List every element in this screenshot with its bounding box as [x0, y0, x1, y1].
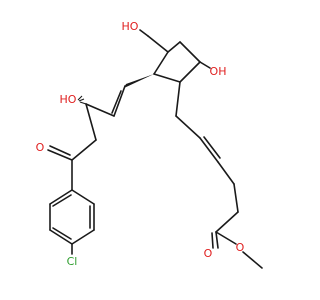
- molecule-diagram: HO OH HO O O O Cl: [35, 20, 263, 269]
- ketone-bond: [47, 149, 73, 161]
- ar-bond-3: [71, 229, 95, 245]
- alkene-bond: [113, 85, 126, 117]
- chain-6: [215, 211, 239, 233]
- lower-side-chain: [175, 81, 263, 269]
- label-ester-carbonyl-o: O: [204, 247, 213, 260]
- label-ho-top-left: HO: [122, 20, 139, 33]
- chain-5: [233, 183, 239, 213]
- ring-oh-bond-right: [199, 61, 211, 69]
- wedge-bond-ring-chain: [124, 74, 154, 88]
- hashed-bond-oh: [77, 95, 87, 105]
- ring-bond-5: [179, 41, 201, 63]
- chain-1: [175, 81, 181, 117]
- ring-bond-6: [167, 41, 181, 53]
- chain-bond-to-co: [71, 139, 97, 161]
- chain-2: [175, 115, 201, 139]
- alkene-bond-inner: [111, 90, 122, 114]
- ar-bond-4: [49, 229, 73, 245]
- chain-3-cis-inner: [203, 136, 221, 159]
- ring-bond-2: [153, 51, 169, 75]
- ar-bond-1: [71, 189, 95, 205]
- label-chlorine: Cl: [67, 255, 78, 268]
- ring-bond-3: [153, 73, 181, 83]
- chain-bond-to-choh: [85, 103, 115, 117]
- cyclopentane-ring: [147, 35, 201, 83]
- ar-bond-6: [49, 189, 73, 205]
- chain-4: [217, 161, 235, 185]
- methyl-bond: [242, 251, 263, 269]
- chain-3-cis: [199, 137, 219, 163]
- ester-o-bond: [215, 231, 237, 245]
- ring-bond-1: [147, 35, 169, 53]
- ar-bond-4-inner: [52, 227, 72, 240]
- label-ketone-o: O: [36, 141, 45, 154]
- ketone-bond-inner: [49, 145, 71, 156]
- ester-carbonyl-bond: [215, 231, 219, 249]
- label-oh-top-right: OH: [210, 65, 227, 78]
- ester-carbonyl-inner: [211, 232, 214, 249]
- structure-svg: HO OH HO O O O Cl: [36, 20, 263, 269]
- ring-oh-bond-left: [139, 29, 149, 37]
- label-ho-side-chain: HO: [60, 93, 77, 106]
- ring-bond-4: [179, 61, 201, 83]
- ar-bond-6-inner: [52, 194, 72, 207]
- label-ester-ether-o: O: [236, 241, 245, 254]
- chlorophenyl-ring: [49, 189, 95, 255]
- chain-bond-to-ch2: [85, 103, 97, 141]
- upper-side-chain: [47, 85, 126, 191]
